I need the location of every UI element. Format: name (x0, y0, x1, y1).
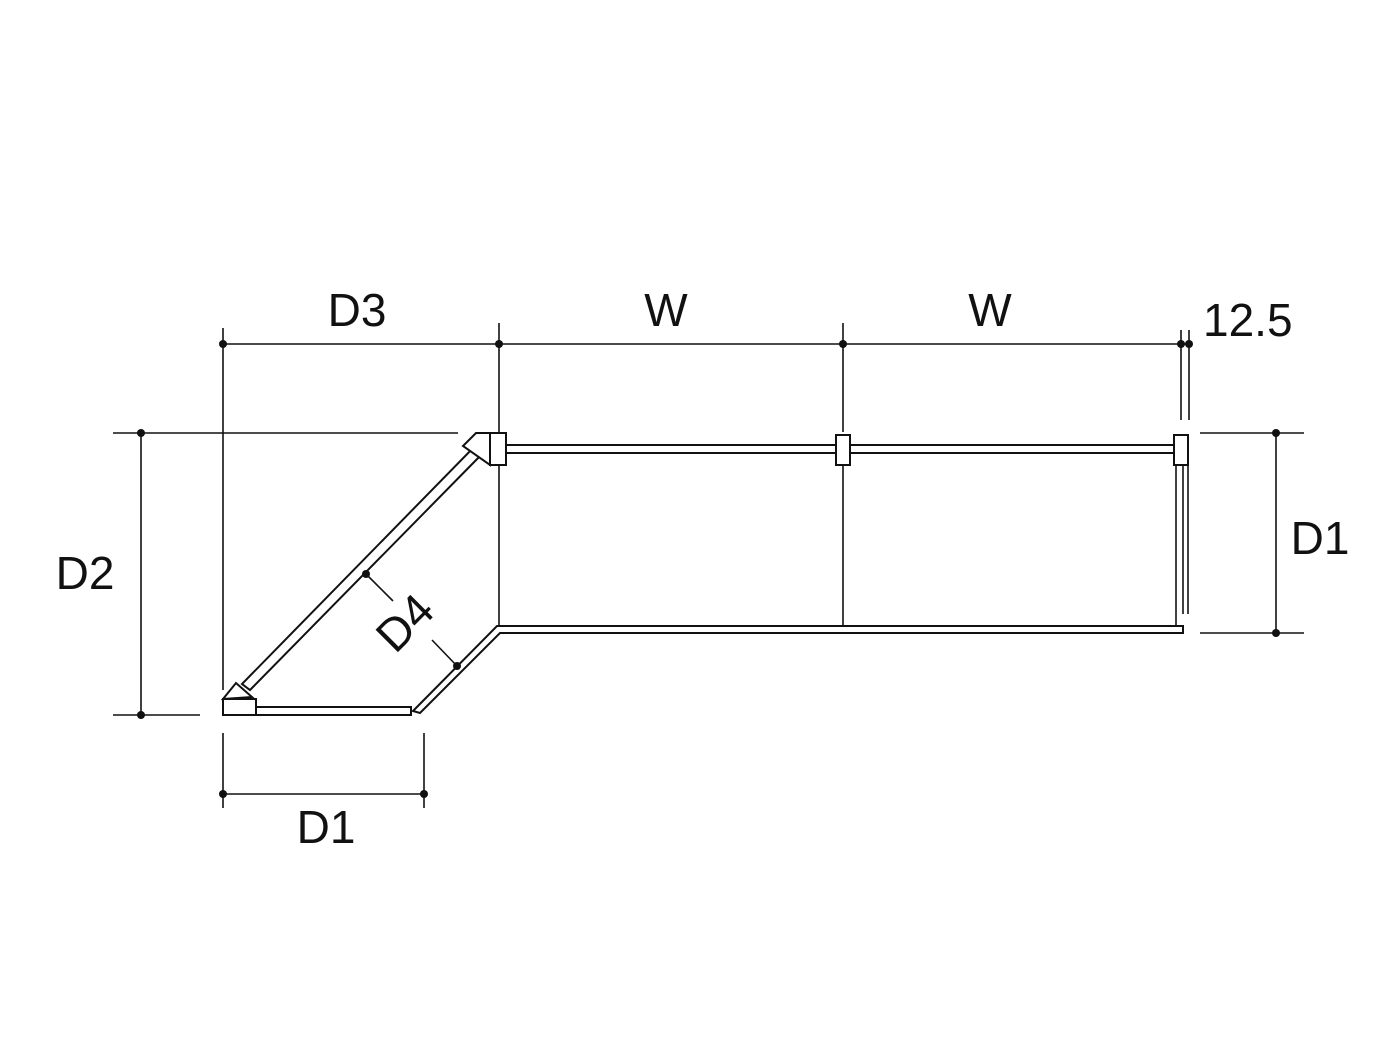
dim-label-w-left: W (644, 284, 688, 336)
dim-label-w-right: W (968, 284, 1012, 336)
shelf-outline (240, 444, 1189, 716)
middle-connector (835, 434, 851, 466)
dim-label-d1-bottom: D1 (297, 801, 356, 853)
right-dimension-d1: D1 (1200, 429, 1349, 637)
dim-label-d1-right: D1 (1291, 512, 1350, 564)
diagonal-dimension-d4: D4 (362, 570, 461, 670)
shelf-connectors (220, 432, 1189, 716)
dim-label-d4: D4 (366, 584, 444, 662)
dim-label-d3: D3 (328, 284, 387, 336)
left-dimension-d2: D2 (56, 429, 458, 719)
dim-label-d2: D2 (56, 547, 115, 599)
top-dimension-chain: D3 W W 12.5 (219, 284, 1293, 690)
bottom-dimension-d1: D1 (219, 733, 428, 853)
dim-label-12-5: 12.5 (1203, 294, 1293, 346)
right-connector (1173, 434, 1189, 466)
